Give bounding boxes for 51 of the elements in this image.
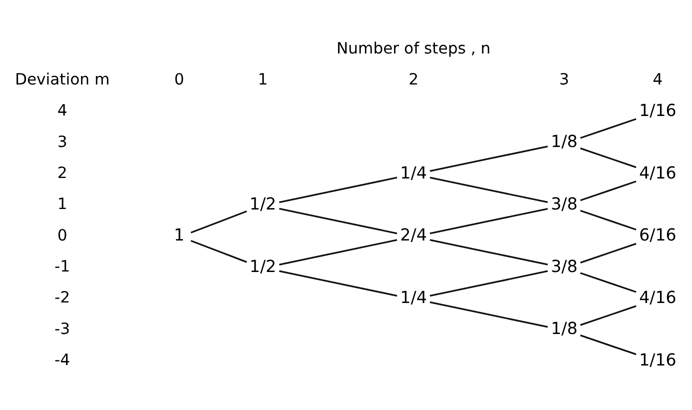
label: -1 xyxy=(54,256,70,275)
connector xyxy=(580,242,636,263)
label: 2 xyxy=(408,70,419,88)
label: Number of steps , n xyxy=(336,38,491,57)
label: 1 xyxy=(258,70,268,88)
node-text: 6/16 xyxy=(639,225,676,244)
connector xyxy=(279,270,398,296)
node-text: 1 xyxy=(174,225,185,244)
connector xyxy=(430,270,548,296)
label: -3 xyxy=(54,319,70,338)
label: 4 xyxy=(57,101,68,120)
connector xyxy=(430,300,548,328)
node-text: 1/2 xyxy=(250,256,276,276)
label: 3 xyxy=(559,70,570,88)
label: 2 xyxy=(57,163,68,182)
connector xyxy=(580,334,636,355)
node-text: 1/8 xyxy=(550,318,578,338)
label: 0 xyxy=(174,70,184,88)
connector xyxy=(430,145,548,172)
node-text: 1/16 xyxy=(639,100,676,120)
label: -4 xyxy=(54,350,70,369)
connector xyxy=(430,176,548,203)
node-text: 4/16 xyxy=(639,162,676,182)
label: 4 xyxy=(652,70,663,88)
label: Deviation m xyxy=(14,70,110,88)
connector xyxy=(580,180,636,201)
label: 0 xyxy=(57,226,68,244)
node-text: 3/8 xyxy=(550,256,578,276)
connector xyxy=(279,207,398,234)
connector xyxy=(279,238,398,265)
connector xyxy=(580,304,636,326)
connector xyxy=(580,272,636,292)
node-text: 4/16 xyxy=(639,287,676,306)
connector xyxy=(190,239,248,262)
label: 1 xyxy=(57,194,68,213)
connector xyxy=(580,147,636,168)
node-text: 2/4 xyxy=(400,225,427,244)
connector xyxy=(580,209,636,230)
label: -2 xyxy=(54,288,70,306)
connector xyxy=(430,207,548,234)
node-text: 1/4 xyxy=(400,162,427,182)
node-text: 1/4 xyxy=(400,287,427,306)
label: 3 xyxy=(57,132,68,150)
node-text: 1/16 xyxy=(639,350,676,369)
node-text: 1/2 xyxy=(250,194,276,213)
connector xyxy=(279,176,398,203)
connector xyxy=(190,210,248,233)
node-text: 3/8 xyxy=(550,194,578,213)
connector xyxy=(580,118,636,138)
connector xyxy=(430,238,548,265)
node-text: 1/8 xyxy=(550,132,578,151)
